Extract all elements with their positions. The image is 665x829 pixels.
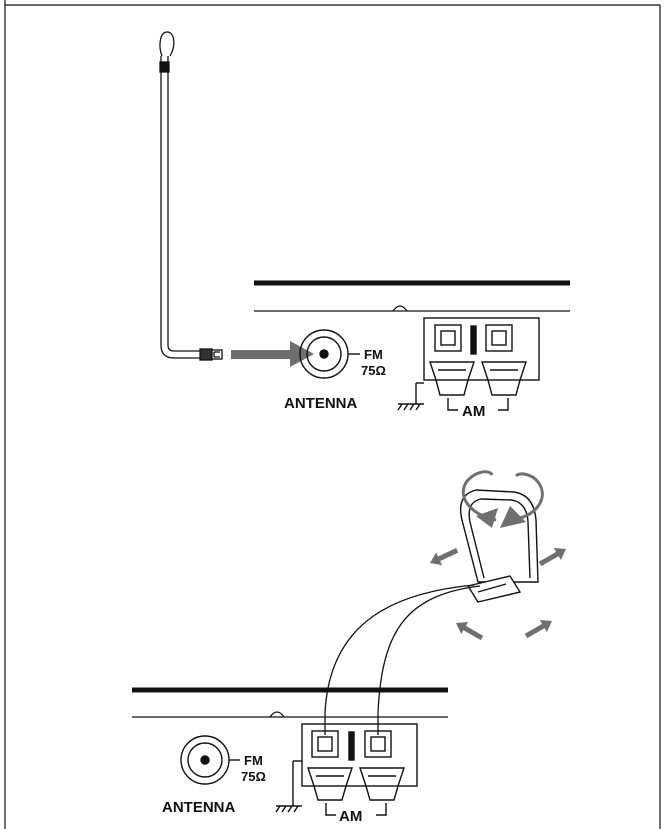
ohm-label: 75Ω <box>361 363 386 378</box>
direction-arrows <box>430 547 566 641</box>
fm-wire-antenna <box>159 31 223 361</box>
bottom-chassis-panel <box>132 687 448 718</box>
am-label: AM <box>339 808 362 825</box>
loop-lead-wires <box>324 584 481 735</box>
ohm-label: 75Ω <box>241 769 266 784</box>
top-chassis-panel <box>254 280 570 312</box>
am-terminal <box>397 317 540 411</box>
fm-plug <box>199 348 213 361</box>
am-label: AM <box>462 403 485 420</box>
page-frame <box>4 0 661 829</box>
am-terminal <box>275 723 418 816</box>
rotate-arrows <box>461 470 544 528</box>
antenna-label: ANTENNA <box>162 799 235 816</box>
antenna-label: ANTENNA <box>284 395 357 412</box>
insert-arrow <box>231 341 314 367</box>
fm-jack <box>299 329 360 379</box>
antenna-clip <box>159 61 170 73</box>
fm-jack <box>180 735 240 785</box>
fm-label: FM <box>364 347 383 362</box>
fm-label: FM <box>244 753 263 768</box>
